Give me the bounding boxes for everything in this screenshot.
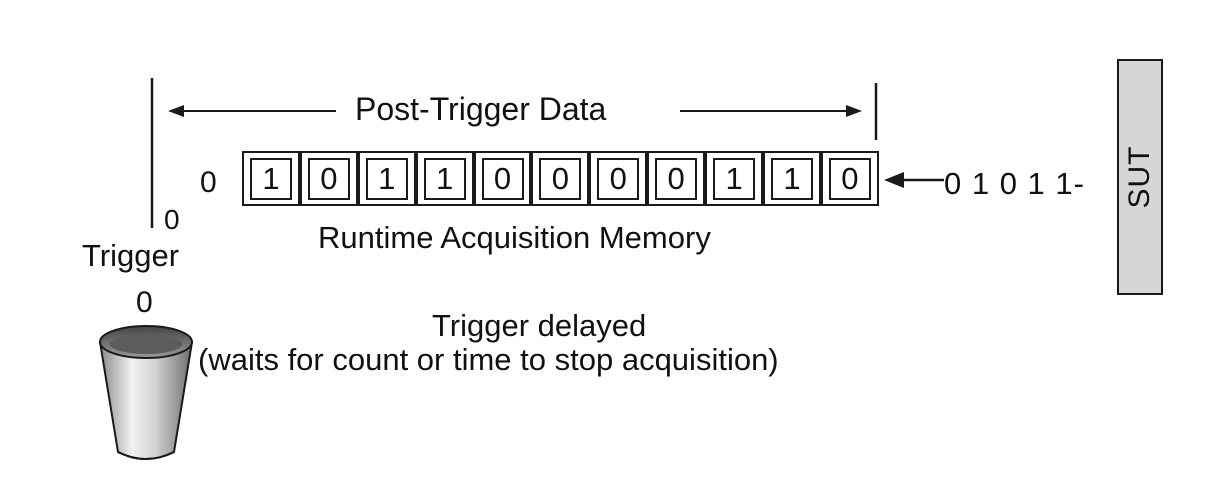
memory-cell: 0	[473, 151, 532, 206]
memory-cell: 1	[357, 151, 416, 206]
trigger-zero-bottom: 0	[136, 286, 153, 319]
post-trigger-arrowhead-right	[846, 105, 862, 117]
memory-cell-value: 1	[423, 157, 466, 200]
memory-cell-value: 0	[655, 157, 698, 200]
post-trigger-arrowhead-left	[168, 105, 184, 117]
memory-cell: 0	[531, 151, 590, 206]
memory-cell-value: 0	[539, 157, 582, 200]
memory-cell-value: 1	[249, 157, 292, 200]
memory-cell: 0	[299, 151, 358, 206]
memory-cell: 1	[763, 151, 821, 206]
trigger-zero-top: 0	[164, 204, 180, 235]
post-trigger-label: Post-Trigger Data	[355, 91, 607, 127]
trigger-delayed-label: Trigger delayed	[432, 308, 647, 343]
memory-cell: 1	[415, 151, 474, 206]
trigger-label: Trigger	[82, 238, 180, 273]
incoming-arrowhead	[884, 172, 904, 188]
memory-cell-value: 0	[828, 157, 871, 200]
memory-cell: 0	[589, 151, 648, 206]
memory-cell: 0	[820, 151, 879, 206]
memory-cell-value: 1	[770, 157, 813, 200]
left-zero-bit: 0	[200, 166, 217, 199]
memory-cell: 0	[647, 151, 706, 206]
bucket-icon	[98, 325, 194, 460]
memory-cells: 1 0 1 1 0 0 0 0 1 1 0	[242, 151, 879, 206]
sut-label: SUT	[1123, 145, 1156, 209]
memory-cell-value: 0	[597, 157, 640, 200]
memory-cell-value: 1	[713, 157, 756, 200]
trigger-delayed-note: (waits for count or time to stop acquisi…	[198, 342, 779, 377]
memory-cell-value: 1	[365, 157, 408, 200]
sut-box: SUT	[1117, 59, 1163, 295]
memory-cell: 1	[705, 151, 764, 206]
memory-cell-value: 0	[307, 157, 350, 200]
memory-label: Runtime Acquisition Memory	[318, 220, 711, 255]
memory-cell-value: 0	[481, 157, 524, 200]
incoming-bits: 0 1 0 1 1-	[944, 166, 1085, 201]
memory-cell: 1	[242, 151, 300, 206]
